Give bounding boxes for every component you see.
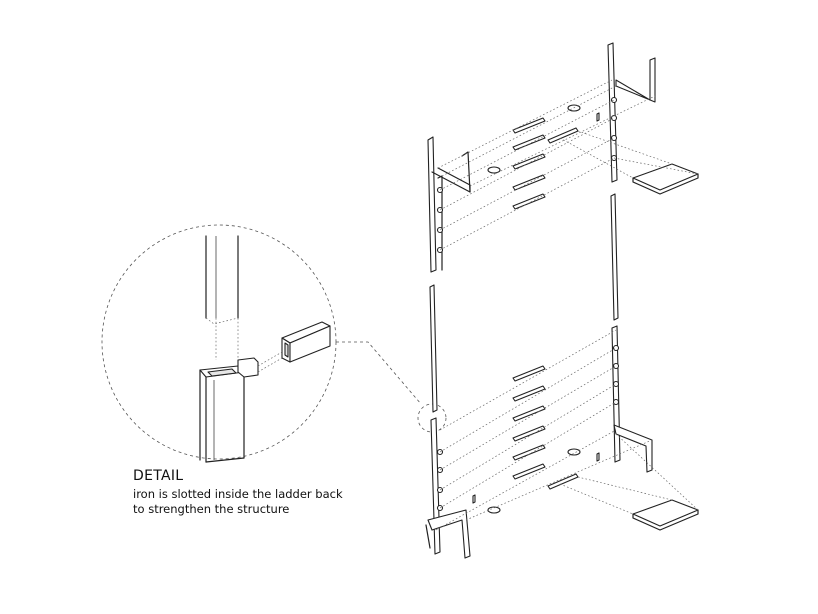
detail-ladder-post <box>199 365 245 463</box>
detail-inner-iron <box>205 235 239 360</box>
left-middle-rail <box>429 284 438 413</box>
right-middle-rail <box>610 193 619 321</box>
right-lower-rail <box>611 325 653 473</box>
detail-caption: DETAIL iron is slotted inside the ladder… <box>133 468 343 517</box>
exploded-ladder <box>425 42 699 559</box>
detail-title: DETAIL <box>133 468 184 484</box>
left-lower-rail <box>425 417 471 559</box>
assembly-lines-lower <box>435 329 699 531</box>
detail-square-tube <box>257 321 331 373</box>
detail-text-line-2: to strengthen the structure <box>133 502 290 516</box>
detail-target-circle <box>417 403 447 433</box>
lower-slats <box>512 365 579 490</box>
shelves <box>632 163 699 531</box>
detail-connector-block <box>237 357 259 378</box>
fittings <box>472 104 600 514</box>
detail-text-line-1: iron is slotted inside the ladder back <box>133 487 343 501</box>
detail-magnifier <box>101 224 447 463</box>
detail-leader <box>336 341 422 405</box>
left-upper-rail <box>427 136 471 273</box>
right-upper-rail <box>607 42 656 183</box>
assembly-lines-upper <box>437 79 699 251</box>
upper-slats <box>512 117 579 210</box>
